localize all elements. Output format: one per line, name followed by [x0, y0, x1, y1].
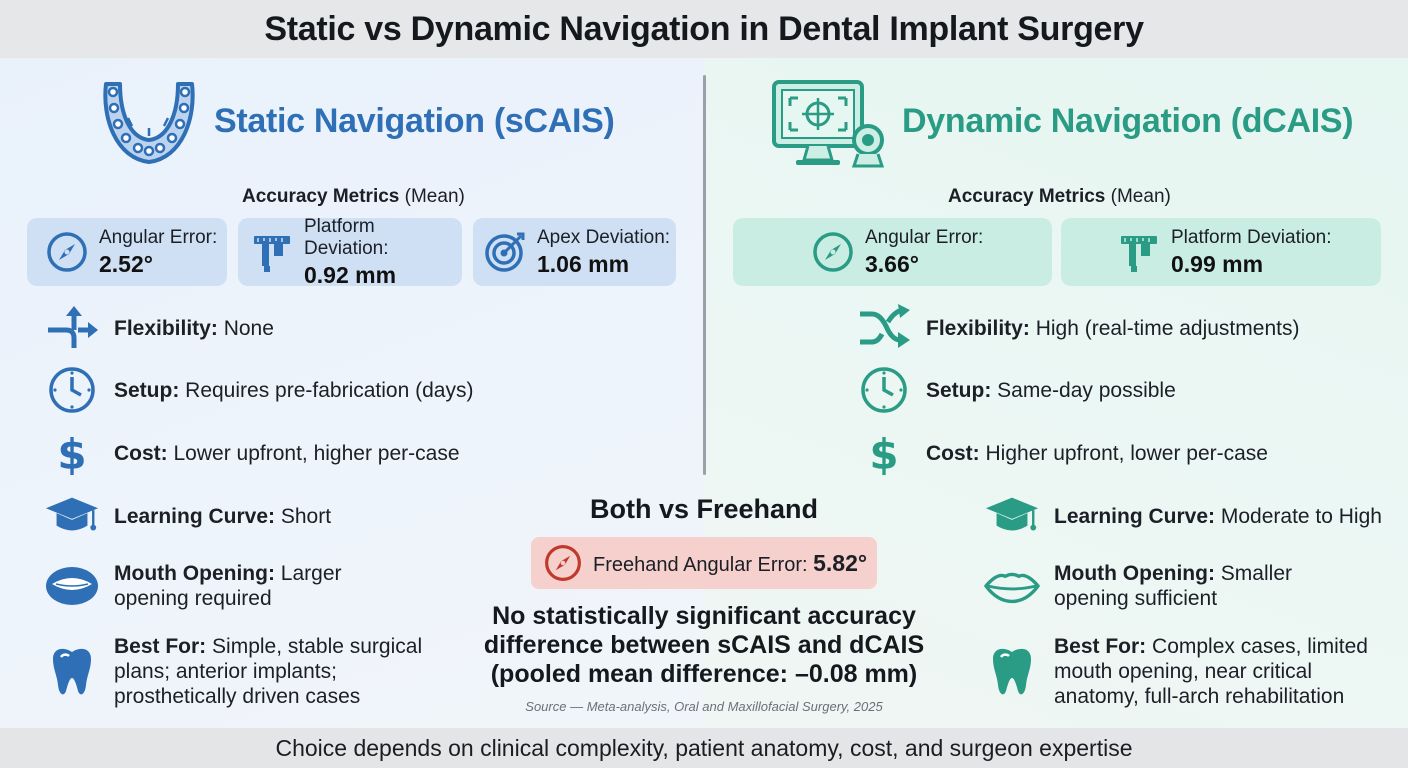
metric-value: 0.99 mm [1171, 250, 1264, 277]
metric-value: 0.92 mm [304, 261, 397, 288]
mouth-open-icon [44, 562, 100, 610]
tooth-icon [44, 648, 100, 696]
metric-label: Platform Deviation: [1171, 226, 1332, 248]
dollar-icon: $ [44, 429, 100, 477]
dynamic-setup: Setup: Same-day possible [856, 366, 1176, 414]
static-apex-deviation-card: Apex Deviation: 1.06 mm [473, 218, 676, 286]
dynamic-mouth-opening: Mouth Opening: Smaller opening sufficien… [984, 561, 1304, 611]
metric-value: 3.66° [865, 250, 919, 277]
dental-guide-icon [103, 82, 195, 164]
dollar-icon: $ [856, 429, 912, 477]
compass-icon [813, 232, 853, 272]
static-setup: Setup: Requires pre-fabrication (days) [44, 366, 473, 414]
static-panel [0, 58, 704, 728]
static-flexibility: Flexibility: None [44, 304, 274, 352]
footer-bar: Choice depends on clinical complexity, p… [0, 728, 1408, 768]
comparison-block: Both vs Freehand [470, 494, 938, 525]
page-title: Static vs Dynamic Navigation in Dental I… [264, 9, 1144, 48]
dynamic-title: Dynamic Navigation (dCAIS) [902, 102, 1354, 140]
static-learning-curve: Learning Curve: Short [44, 492, 331, 540]
panel-divider [703, 75, 706, 475]
freehand-label: Freehand Angular Error: [593, 553, 814, 576]
branch-arrow-icon [44, 304, 100, 352]
dynamic-flexibility: Flexibility: High (real-time adjustments… [856, 304, 1299, 352]
graduation-cap-icon [44, 492, 100, 540]
metric-label: Apex Deviation: [537, 226, 671, 248]
metric-label: Platform Deviation: [304, 215, 389, 259]
caliper-icon [1121, 236, 1157, 272]
static-cost: $ Cost: Lower upfront, higher per-case [44, 429, 459, 477]
metric-label: Angular Error: [99, 226, 218, 248]
static-metrics-heading: Accuracy Metrics (Mean) [242, 186, 465, 207]
static-mouth-opening: Mouth Opening: Larger opening required [44, 561, 354, 611]
static-best-for: Best For: Simple, stable surgical plans;… [44, 634, 444, 709]
title-bar: Static vs Dynamic Navigation in Dental I… [0, 0, 1408, 58]
dynamic-metrics-heading: Accuracy Metrics (Mean) [948, 186, 1171, 207]
footer-text: Choice depends on clinical complexity, p… [275, 734, 1133, 761]
shuffle-icon [856, 304, 912, 352]
dynamic-learning-curve: Learning Curve: Moderate to High [984, 492, 1382, 540]
freehand-value: 5.82° [813, 549, 868, 576]
clock-icon [856, 366, 912, 414]
dynamic-angular-error-card: Angular Error: 3.66° [733, 218, 1052, 286]
dynamic-panel [704, 58, 1408, 728]
dynamic-platform-deviation-card: Platform Deviation: 0.99 mm [1061, 218, 1381, 286]
compass-icon [47, 232, 87, 272]
metric-value: 2.52° [99, 250, 153, 277]
clock-icon [44, 366, 100, 414]
metric-value: 1.06 mm [537, 250, 630, 277]
graduation-cap-icon [984, 492, 1040, 540]
tooth-icon [984, 648, 1040, 696]
conclusion-text: No statistically significant accuracy di… [483, 602, 925, 688]
static-platform-deviation-card: Platform Deviation: 0.92 mm [238, 215, 462, 288]
monitor-camera-icon [772, 80, 885, 168]
target-icon [485, 232, 525, 272]
svg-text:$: $ [869, 430, 898, 477]
comparison-title: Both vs Freehand [589, 494, 819, 524]
svg-text:$: $ [57, 430, 86, 477]
metric-label: Angular Error: [865, 226, 984, 248]
source-citation: Source — Meta-analysis, Oral and Maxillo… [525, 699, 883, 714]
freehand-error-badge: Freehand Angular Error: 5.82° [531, 537, 877, 589]
dynamic-best-for: Best For: Complex cases, limited mouth o… [984, 634, 1394, 709]
dynamic-cost: $ Cost: Higher upfront, lower per-case [856, 429, 1268, 477]
lips-icon [984, 562, 1040, 610]
compass-icon [545, 545, 581, 581]
caliper-icon [254, 236, 290, 272]
static-title: Static Navigation (sCAIS) [214, 102, 615, 140]
static-angular-error-card: Angular Error: 2.52° [27, 218, 227, 286]
